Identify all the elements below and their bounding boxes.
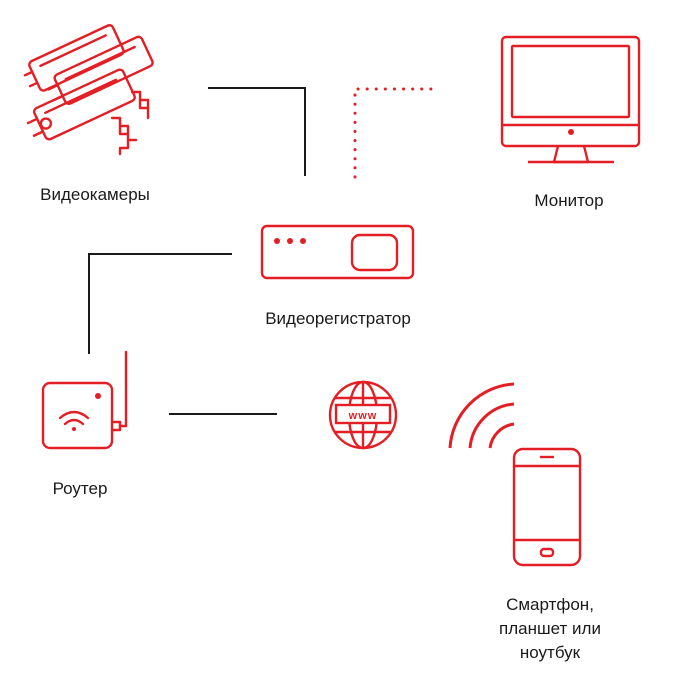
router-icon xyxy=(41,350,128,450)
router-to-dvr-line xyxy=(88,253,232,354)
smartphone-icon xyxy=(512,447,582,567)
cameras-label: Видеокамеры xyxy=(40,185,150,204)
monitor-icon xyxy=(500,35,641,164)
www-text: www xyxy=(348,410,378,422)
dvr-icon xyxy=(260,224,415,280)
dvr-label: Видеорегистратор xyxy=(265,309,411,328)
monitor-label: Монитор xyxy=(534,191,604,210)
camera-to-dvr-line xyxy=(208,87,306,176)
router-label: Роутер xyxy=(52,479,108,498)
devices-label: Смартфон, планшет или ноутбук xyxy=(470,593,630,665)
wireless-signal-icon xyxy=(448,382,515,449)
devices-label-line-1: Смартфон, xyxy=(506,595,594,614)
devices-label-line-3: ноутбук xyxy=(519,643,581,662)
cctv-cameras-icon xyxy=(23,24,154,156)
www-globe-icon xyxy=(328,380,398,450)
dvr-to-monitor-line xyxy=(353,87,439,179)
devices-label-line-2: планшет или xyxy=(499,619,601,638)
